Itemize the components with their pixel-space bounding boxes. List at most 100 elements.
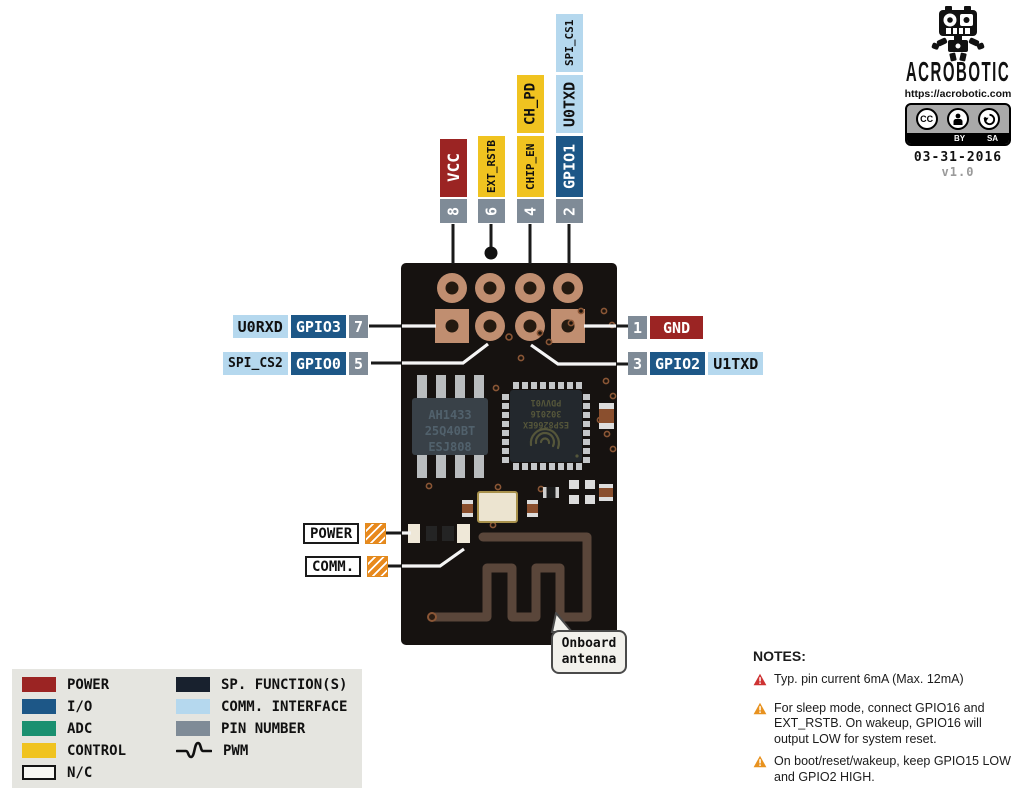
cc-by-person-icon bbox=[946, 108, 969, 130]
flash-chip-text-line1: AH1433 bbox=[428, 408, 471, 422]
pin5-gpio-label: GPIO0 bbox=[290, 352, 346, 375]
esp01-board: AH1433 25Q40BT ESJ808 ESP8266EX 302016 P… bbox=[401, 263, 617, 645]
notes-heading: NOTES: bbox=[753, 648, 806, 664]
antenna-trace bbox=[427, 532, 592, 622]
antenna-callout-line1: Onboard bbox=[561, 636, 617, 651]
pwm-waveform-icon bbox=[176, 741, 212, 758]
legend-label: COMM. INTERFACE bbox=[221, 698, 348, 715]
legend-label: ADC bbox=[67, 720, 93, 737]
legend-item-sp-function: SP. FUNCTION(S) bbox=[176, 676, 348, 693]
pin-number-color-swatch bbox=[176, 721, 210, 736]
power-color-swatch bbox=[22, 677, 56, 692]
cc-sa-label: SA bbox=[986, 134, 999, 143]
antenna-callout: Onboard antenna bbox=[551, 630, 627, 674]
note-item-1: Typ. pin current 6mA (Max. 12mA) bbox=[753, 672, 1015, 688]
sp-function-color-swatch bbox=[176, 677, 210, 692]
brand-version: v1.0 bbox=[941, 165, 975, 179]
power-led-label: POWER bbox=[303, 523, 360, 544]
warning-icon-orange bbox=[753, 702, 767, 714]
nc-color-swatch bbox=[22, 765, 56, 780]
legend-label: SP. FUNCTION(S) bbox=[221, 676, 348, 693]
esp-chip-pads bbox=[502, 382, 590, 470]
pin6-number: 6 bbox=[478, 199, 505, 223]
pin1-gnd-label: GND bbox=[650, 316, 704, 339]
esp-chip-text-line3: PDVV01 bbox=[531, 397, 562, 407]
antenna-callout-line2: antenna bbox=[561, 652, 617, 667]
note-item-2: For sleep mode, connect GPIO16 and EXT_R… bbox=[753, 701, 1015, 748]
legend-item-pwm: PWM bbox=[176, 741, 347, 759]
pin7-alt-label: U0RXD bbox=[232, 315, 288, 338]
warning-icon-red bbox=[753, 673, 767, 686]
pin2-label-u0txd: U0TXD bbox=[556, 75, 583, 133]
pin6-label-ext-rstb: EXT_RSTB bbox=[478, 136, 505, 197]
acrobotic-robot-logo bbox=[931, 6, 985, 62]
legend-column-2: SP. FUNCTION(S) COMM. INTERFACE PIN NUMB… bbox=[176, 676, 348, 759]
brand-name: ACROBOTIC bbox=[905, 56, 1011, 89]
note-text: Typ. pin current 6mA (Max. 12mA) bbox=[774, 672, 964, 686]
control-color-swatch bbox=[22, 743, 56, 758]
legend-label: I/O bbox=[67, 698, 93, 715]
cc-sa-arrow-icon bbox=[978, 108, 1001, 130]
legend-item-power: POWER bbox=[22, 676, 126, 693]
pin2-number: 2 bbox=[556, 199, 583, 223]
legend-label: POWER bbox=[67, 676, 110, 693]
legend-label: PIN NUMBER bbox=[221, 720, 306, 737]
legend-item-comm-interface: COMM. INTERFACE bbox=[176, 698, 348, 715]
pin3-row: 3 GPIO2 U1TXD bbox=[628, 352, 764, 375]
comm-led-callout: COMM. bbox=[305, 556, 389, 577]
io-color-swatch bbox=[22, 699, 56, 714]
header-pads-bottom-row bbox=[435, 309, 585, 343]
pin3-gpio-label: GPIO2 bbox=[650, 352, 706, 375]
note-text: On boot/reset/wakeup, keep GPIO15 LOW an… bbox=[774, 754, 1011, 784]
antenna-end-via bbox=[427, 612, 437, 622]
cc-license-badge: CC BY SA bbox=[905, 103, 1011, 146]
pin4-number: 4 bbox=[517, 199, 544, 223]
pin3-number: 3 bbox=[628, 352, 648, 375]
cc-by-label: BY bbox=[953, 134, 966, 143]
led-components bbox=[408, 524, 470, 543]
passive-components bbox=[462, 403, 614, 517]
esp-chip-text-line1: ESP8266EX bbox=[523, 419, 569, 429]
warning-icon-orange bbox=[753, 755, 767, 768]
pin8-label-vcc: VCC bbox=[440, 139, 467, 197]
esp-chip-text-line2: 302016 bbox=[531, 408, 562, 418]
acrobotic-branding: ACROBOTIC https://acrobotic.com CC BY SA… bbox=[900, 6, 1016, 179]
legend-item-pin-number: PIN NUMBER bbox=[176, 720, 347, 737]
legend: POWER I/O ADC CONTROL N/C SP. FUNCT bbox=[12, 669, 362, 788]
cc-icon: CC bbox=[915, 108, 938, 130]
legend-label: PWM bbox=[223, 742, 249, 759]
notes-section: NOTES: Typ. pin current 6mA (Max. 12mA) … bbox=[753, 648, 1015, 785]
pin7-number: 7 bbox=[348, 315, 368, 338]
brand-url: https://acrobotic.com bbox=[904, 88, 1012, 100]
pin7-row: U0RXD GPIO3 7 bbox=[232, 315, 368, 338]
pin4-label-chip-en: CHIP_EN bbox=[517, 136, 544, 197]
legend-item-control: CONTROL bbox=[22, 742, 127, 759]
adc-color-swatch bbox=[22, 721, 56, 736]
flash-chip-text-line2: 25Q40BT bbox=[425, 424, 476, 438]
comm-led-label: COMM. bbox=[305, 556, 362, 577]
note-item-3: On boot/reset/wakeup, keep GPIO15 LOW an… bbox=[753, 754, 1015, 785]
power-led-callout: POWER bbox=[303, 523, 387, 544]
brand-date: 03-31-2016 bbox=[913, 150, 1003, 165]
pin5-alt-label: SPI_CS2 bbox=[223, 352, 288, 375]
legend-item-nc: N/C bbox=[22, 765, 126, 781]
pin5-row: SPI_CS2 GPIO0 5 bbox=[223, 352, 368, 375]
pin6-line-dot bbox=[484, 246, 498, 260]
pin1-row: 1 GND bbox=[628, 316, 704, 339]
legend-item-adc: ADC bbox=[22, 720, 126, 737]
flash-chip: AH1433 25Q40BT ESJ808 bbox=[412, 375, 488, 478]
legend-label: CONTROL bbox=[67, 742, 127, 759]
legend-column-1: POWER I/O ADC CONTROL N/C bbox=[22, 676, 127, 781]
esp8266-chip: ESP8266EX 302016 PDVV01 bbox=[502, 382, 590, 470]
pin1-number: 1 bbox=[628, 316, 648, 339]
comm-led-swatch-icon bbox=[367, 556, 389, 577]
legend-item-io: I/O bbox=[22, 698, 126, 715]
pin2-label-gpio1: GPIO1 bbox=[556, 136, 583, 197]
pin5-number: 5 bbox=[348, 352, 368, 375]
pin4-label-ch-pd: CH_PD bbox=[517, 75, 544, 133]
note-text: For sleep mode, connect GPIO16 and EXT_R… bbox=[774, 700, 985, 746]
pin3-alt-label: U1TXD bbox=[708, 352, 764, 375]
espressif-logo-swirl bbox=[529, 428, 560, 450]
power-led-swatch-icon bbox=[365, 523, 387, 544]
